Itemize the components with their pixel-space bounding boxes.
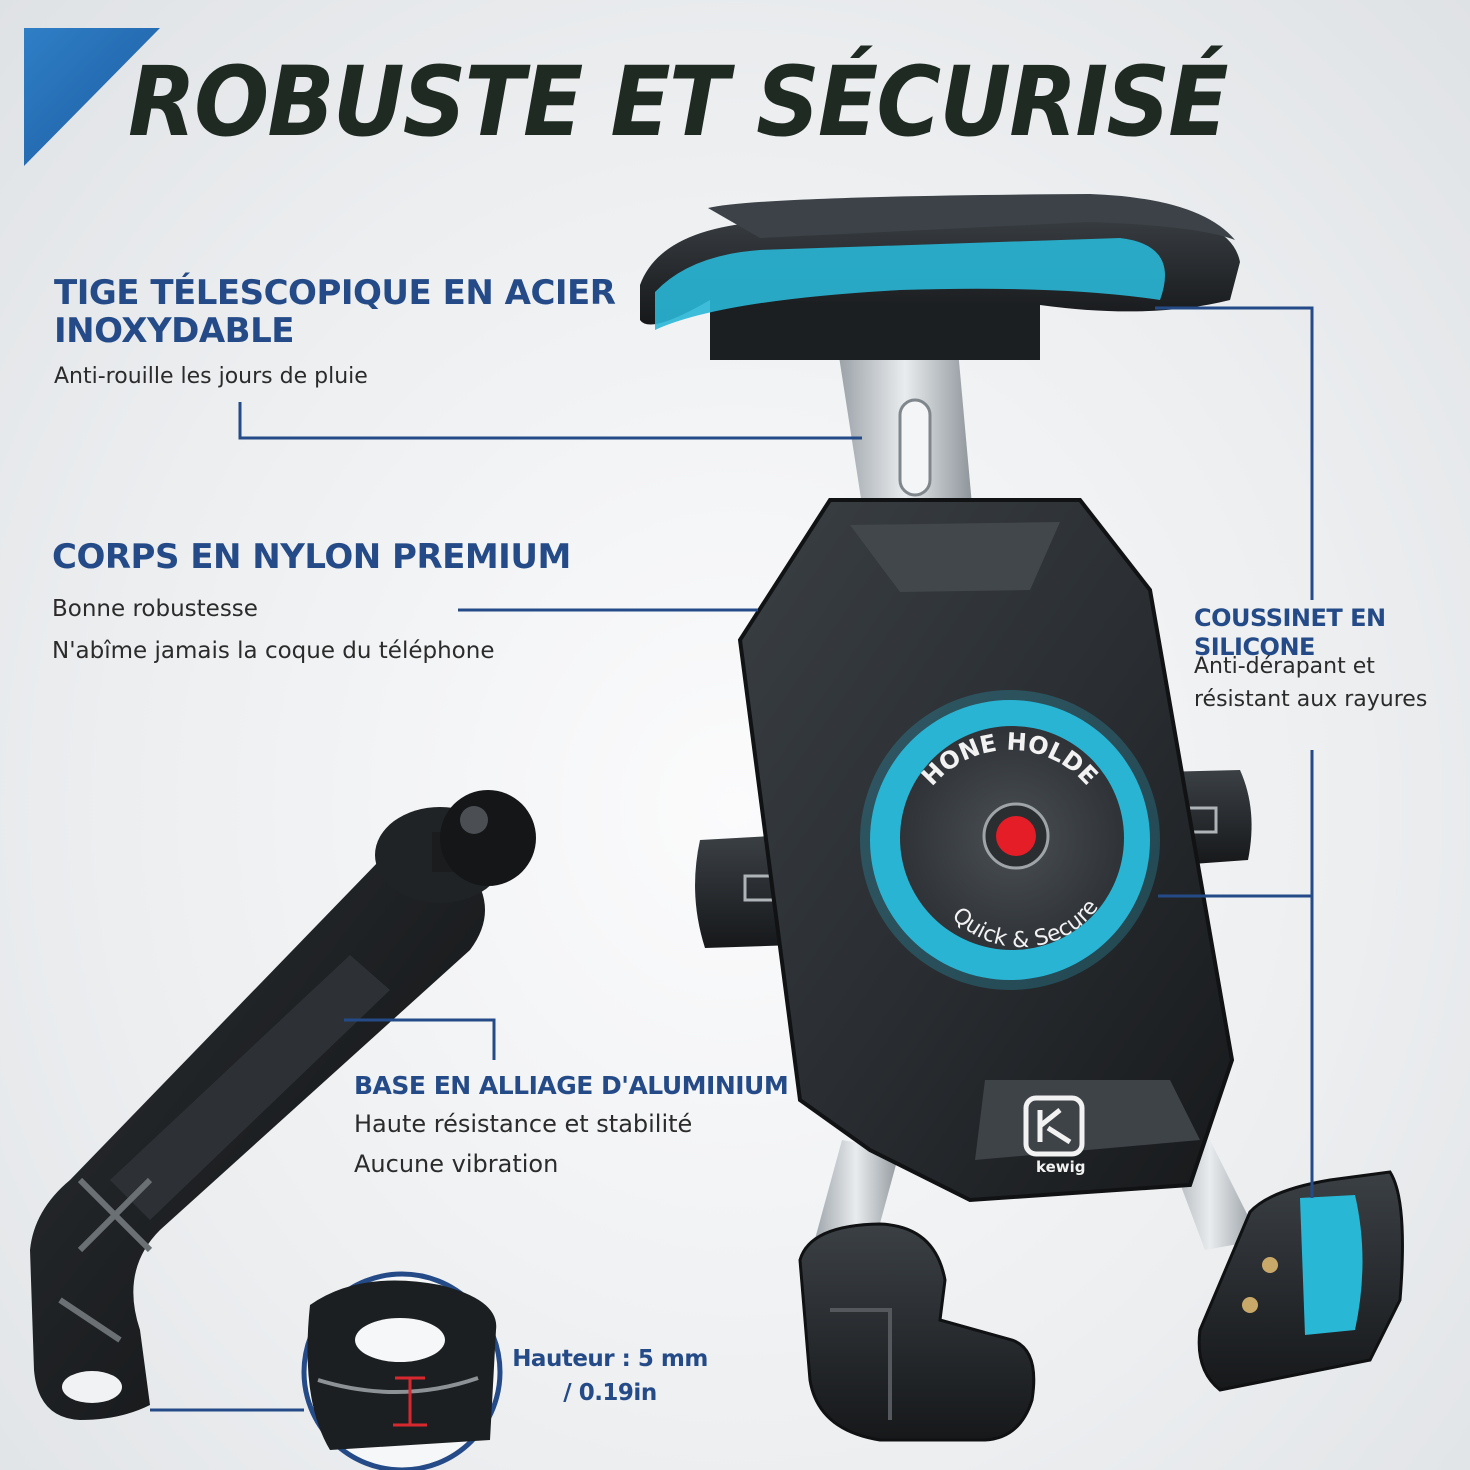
nylon-body-desc1: Bonne robustesse — [52, 596, 258, 623]
callout-nylon-body: CORPS EN NYLON PREMIUM Bonne robustesse … — [52, 538, 672, 664]
bottom-left-foot — [798, 1222, 1036, 1442]
callout-silicone-pad: COUSSINET EN SILICONE Anti-dérapant et r… — [1194, 604, 1464, 716]
bottom-right-foot — [1197, 1170, 1404, 1392]
red-release-button-icon — [996, 816, 1036, 856]
aluminium-desc2: Aucune vibration — [354, 1150, 559, 1178]
callout-aluminium-base: BASE EN ALLIAGE D'ALUMINIUM Haute résist… — [354, 1071, 814, 1179]
top-clamp — [640, 194, 1240, 360]
aluminium-heading: BASE EN ALLIAGE D'ALUMINIUM — [354, 1071, 789, 1100]
nylon-body-desc2: N'abîme jamais la coque du téléphone — [52, 638, 495, 665]
silicone-heading-line2: SILICONE — [1194, 632, 1315, 661]
callout-height: Hauteur : 5 mm / 0.19in — [500, 1342, 720, 1410]
steel-rod-desc: Anti-rouille les jours de pluie — [54, 364, 368, 390]
height-line2: / 0.19in — [563, 1380, 657, 1406]
silicone-desc: Anti-dérapant et résistant aux rayures — [1194, 653, 1428, 712]
corner-triangle-icon — [24, 28, 160, 166]
aluminium-arm — [30, 790, 536, 1420]
aluminium-desc1: Haute résistance et stabilité — [354, 1110, 693, 1138]
silicone-heading-line1: COUSSINET EN — [1194, 604, 1386, 632]
height-line1: Hauteur : 5 mm — [512, 1346, 708, 1372]
steel-rod-heading-line1: TIGE TÉLESCOPIQUE EN ACIER — [54, 273, 616, 313]
callout-steel-rod: TIGE TÉLESCOPIQUE EN ACIER INOXYDABLE An… — [54, 274, 654, 389]
thickness-zoom-inset — [301, 1271, 503, 1470]
brand-name: kewig — [1036, 1158, 1085, 1176]
steel-rod — [838, 350, 972, 505]
page-title: ROBUSTE ET SÉCURISÉ — [128, 46, 1229, 158]
kewig-logo-icon: kewig — [1023, 1095, 1085, 1176]
nylon-body-heading: CORPS EN NYLON PREMIUM — [52, 537, 571, 577]
steel-rod-heading-line2: INOXYDABLE — [54, 311, 294, 352]
